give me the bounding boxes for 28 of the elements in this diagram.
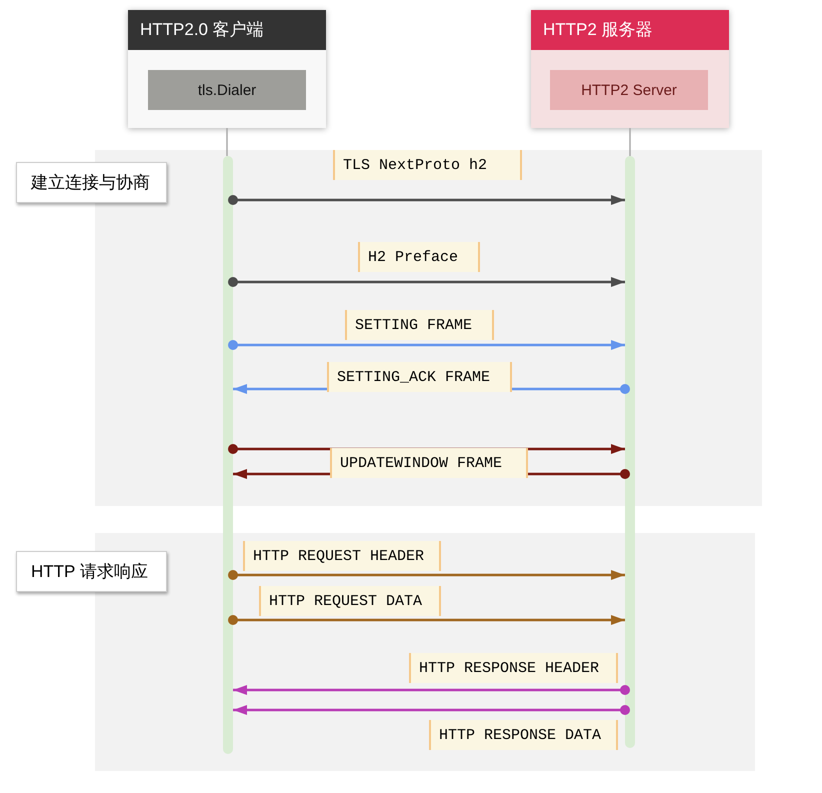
lifeline-bar bbox=[223, 156, 233, 754]
edge-label: HTTP REQUEST HEADER bbox=[243, 541, 441, 571]
edge-label: SETTING FRAME bbox=[345, 310, 494, 340]
edge-label: UPDATEWINDOW FRAME bbox=[330, 448, 528, 478]
lifeline-connector bbox=[629, 128, 631, 156]
message-arrow bbox=[233, 705, 630, 715]
edge-label: HTTP RESPONSE DATA bbox=[429, 720, 618, 750]
component-box: HTTP2 Server bbox=[550, 70, 708, 110]
message-arrow bbox=[228, 195, 625, 205]
group-label: 建立连接与协商 bbox=[16, 162, 167, 203]
edge-label: HTTP RESPONSE HEADER bbox=[409, 653, 618, 683]
group-label: HTTP 请求响应 bbox=[16, 551, 167, 592]
participant-title: HTTP2.0 客户端 bbox=[128, 10, 326, 50]
participant-title: HTTP2 服务器 bbox=[531, 10, 729, 50]
message-arrow bbox=[228, 570, 625, 580]
component-box: tls.Dialer bbox=[148, 70, 306, 110]
participant-box bbox=[128, 10, 326, 128]
lifeline-bar bbox=[625, 156, 635, 748]
lifeline-connector bbox=[226, 128, 228, 156]
edge-label: SETTING_ACK FRAME bbox=[327, 362, 512, 392]
edge-label: TLS NextProto h2 bbox=[333, 150, 522, 180]
participant-box bbox=[531, 10, 729, 128]
edge-label: HTTP REQUEST DATA bbox=[259, 586, 441, 616]
edge-label: H2 Preface bbox=[358, 242, 480, 272]
message-arrow bbox=[228, 340, 625, 350]
message-arrow bbox=[233, 685, 630, 695]
message-arrow bbox=[228, 615, 625, 625]
message-arrow bbox=[228, 277, 625, 287]
